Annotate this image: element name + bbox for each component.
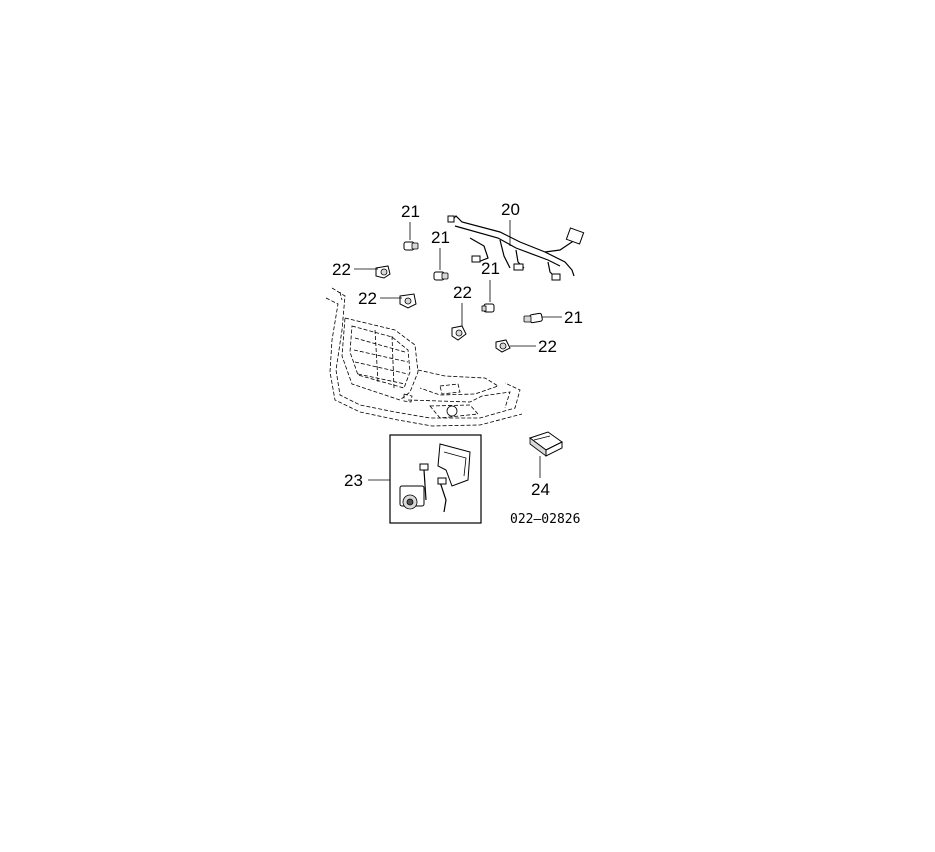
callout-21b: 21 [431, 228, 450, 247]
leader-lines [354, 220, 562, 481]
bracket-22c [451, 325, 467, 341]
bracket-22d [495, 339, 511, 353]
callout-21a: 21 [401, 202, 420, 221]
sensor-21b [433, 271, 449, 281]
sensor-21a [403, 241, 419, 251]
assembly-box-23 [389, 434, 482, 524]
callout-22b: 22 [358, 289, 377, 308]
callout-20: 20 [501, 200, 520, 219]
callout-22c: 22 [453, 283, 472, 302]
callout-22d: 22 [538, 337, 557, 356]
diagram-reference-number: 022–02826 [510, 512, 580, 527]
callout-22a: 22 [332, 260, 351, 279]
callout-24: 24 [531, 480, 550, 499]
sensor-21d [523, 312, 543, 324]
callout-21c: 21 [481, 259, 500, 278]
front-bumper-grille [325, 287, 523, 427]
wiring-harness-20 [447, 215, 585, 281]
sensor-21c [481, 303, 495, 313]
bracket-22a [375, 265, 391, 279]
control-module-24 [528, 431, 563, 457]
callout-23: 23 [344, 471, 363, 490]
callout-21d: 21 [564, 308, 583, 327]
bracket-22b [399, 293, 417, 309]
